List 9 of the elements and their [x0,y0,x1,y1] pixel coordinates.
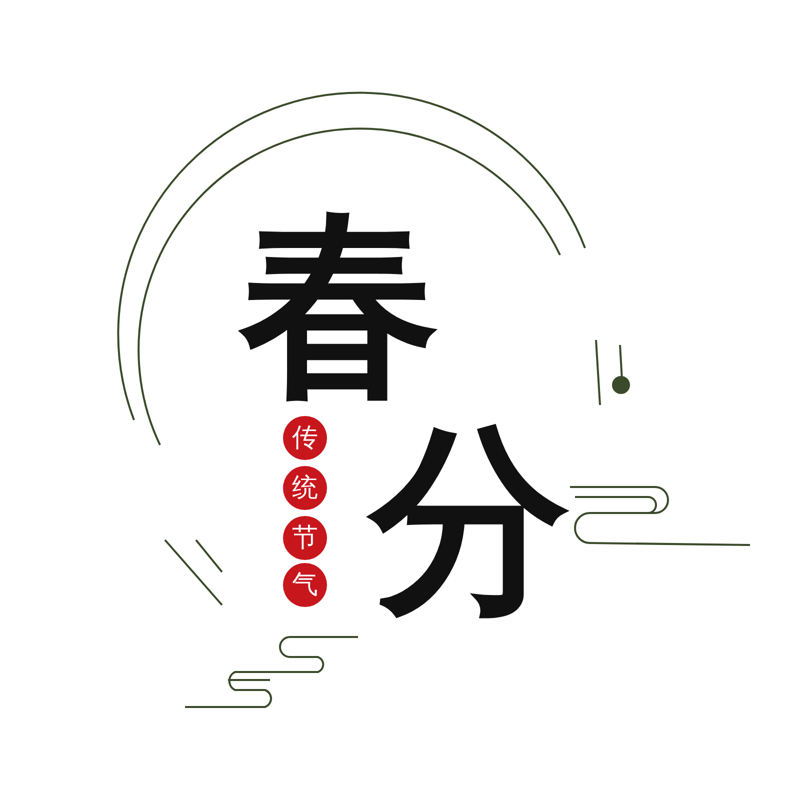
seal-character: 节 [292,525,318,551]
seal-stamp [283,563,327,607]
seal-character: 统 [292,475,318,501]
seal-stamp [283,466,327,510]
seal-stamp [283,516,327,560]
seal-character: 传 [292,425,318,451]
seal-character: 气 [292,572,318,598]
calligraphy-character: 春 [240,205,440,405]
seal-stamp [283,416,327,460]
